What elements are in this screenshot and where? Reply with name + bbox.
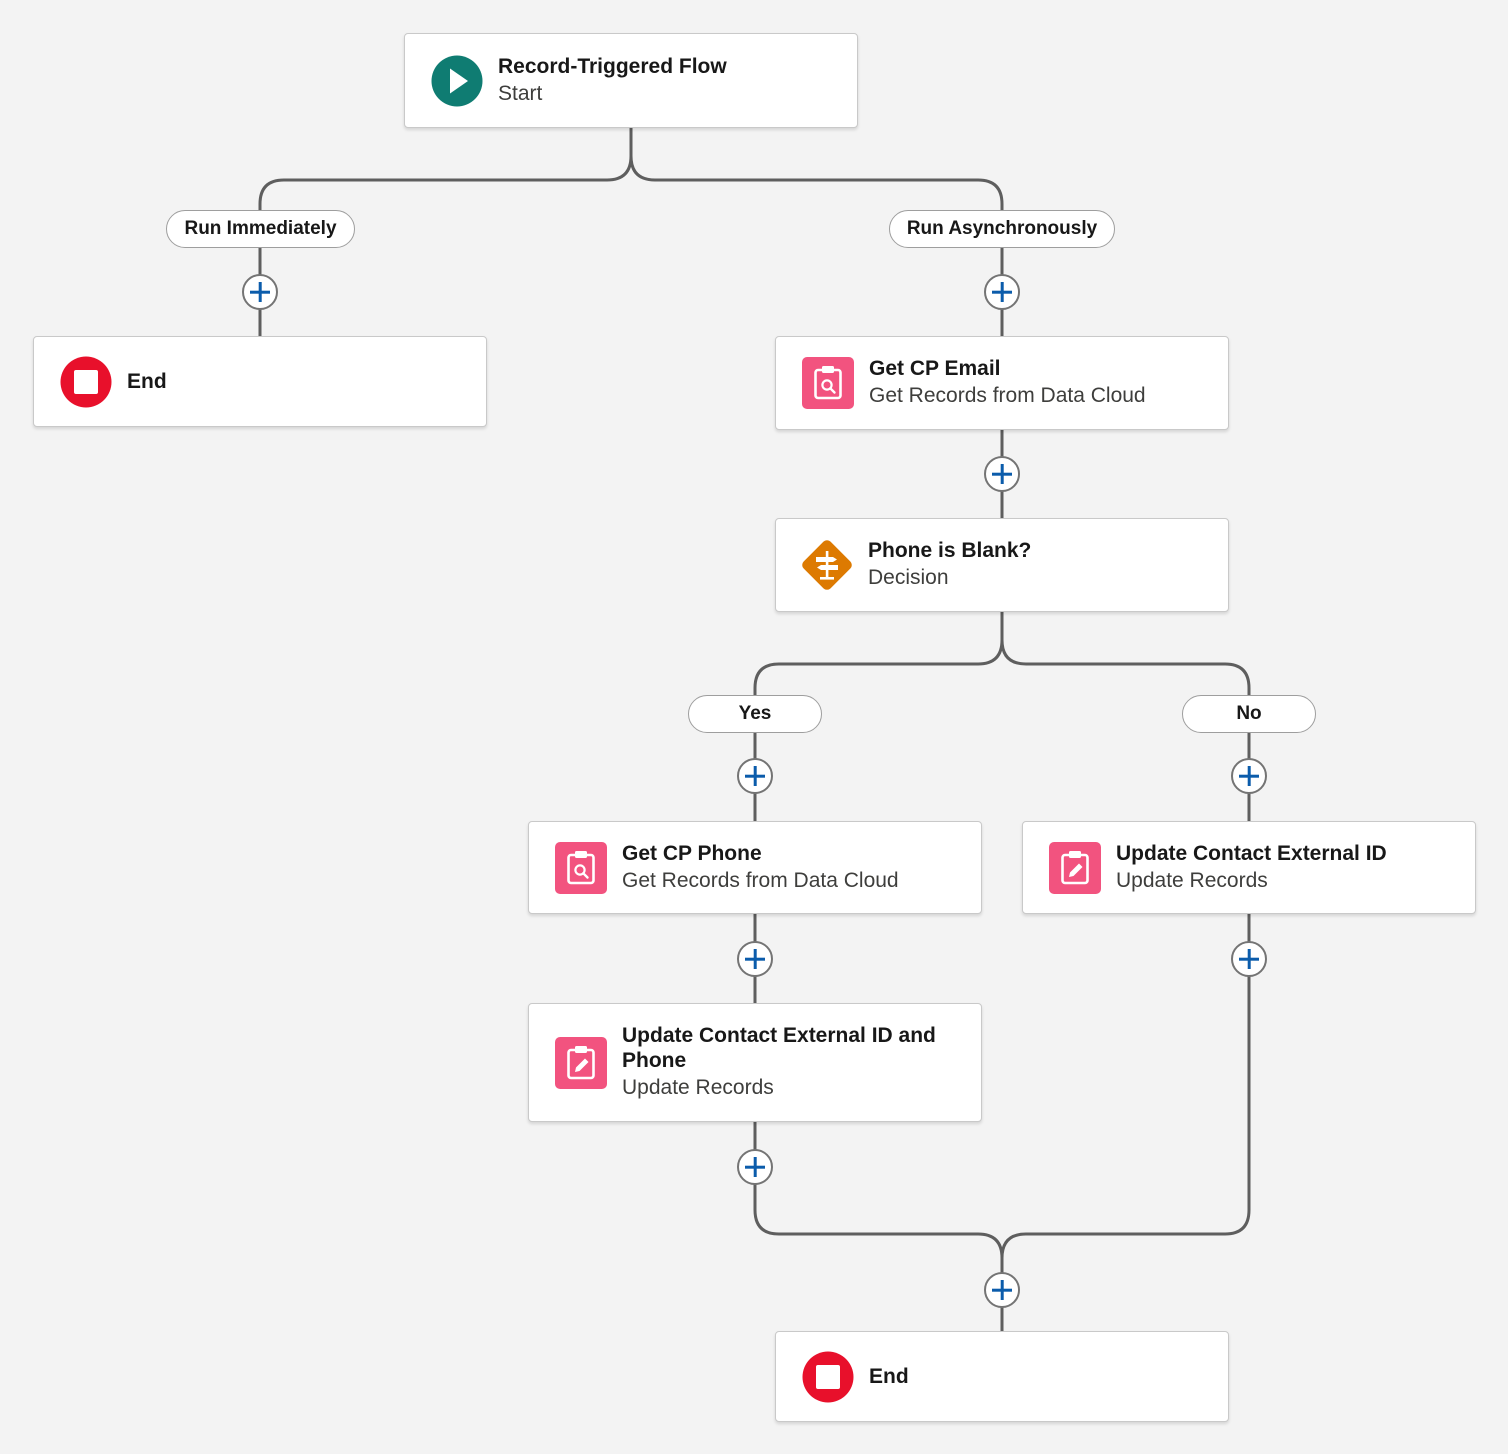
stop-icon [801, 1350, 855, 1404]
branch-run-immediately[interactable]: Run Immediately [166, 210, 355, 248]
get-cp-phone-title: Get CP Phone [622, 841, 762, 865]
start-node-title: Record-Triggered Flow [498, 54, 727, 78]
branch-run-asynchronously[interactable]: Run Asynchronously [889, 210, 1115, 248]
connector-decision-yes [753, 639, 1004, 821]
start-node[interactable]: Record-Triggered Flow Start [404, 33, 858, 128]
add-element-button[interactable] [242, 274, 278, 310]
add-element-button[interactable] [984, 274, 1020, 310]
outcome-yes[interactable]: Yes [688, 695, 822, 733]
add-element-button[interactable] [1231, 758, 1267, 794]
get-cp-email-title: Get CP Email [869, 357, 1001, 380]
get-cp-email-node[interactable]: Get CP Email Get Records from Data Cloud [775, 336, 1229, 430]
connector-start-left [258, 155, 633, 336]
end-node-async[interactable]: End [775, 1331, 1229, 1422]
get-cp-email-subtitle: Get Records from Data Cloud [869, 384, 1146, 407]
end-node-title: End [127, 370, 167, 393]
get-records-icon [801, 356, 855, 410]
play-icon [430, 54, 484, 108]
get-cp-phone-subtitle: Get Records from Data Cloud [622, 868, 899, 892]
end-node-title: End [869, 1365, 909, 1388]
outcome-no[interactable]: No [1182, 695, 1316, 733]
update-contact-external-id-and-phone-node[interactable]: Update Contact External ID and Phone Upd… [528, 1003, 982, 1122]
connector-no-merge [1000, 914, 1251, 1259]
update-records-icon [554, 1036, 608, 1090]
add-element-button[interactable] [737, 758, 773, 794]
update-contact-external-id-and-phone-title: Update Contact External ID and Phone [622, 1024, 936, 1072]
stop-icon [59, 355, 113, 409]
update-contact-external-id-title: Update Contact External ID [1116, 841, 1387, 865]
decision-node[interactable]: Phone is Blank? Decision [775, 518, 1229, 612]
get-cp-phone-node[interactable]: Get CP Phone Get Records from Data Cloud [528, 821, 982, 914]
connector-decision-no [1000, 639, 1251, 821]
connector-start-right [629, 155, 1004, 336]
connector-yes-merge [753, 1122, 1004, 1259]
add-element-button[interactable] [737, 941, 773, 977]
add-element-button[interactable] [737, 1149, 773, 1185]
update-contact-external-id-subtitle: Update Records [1116, 868, 1268, 892]
end-node-immediate[interactable]: End [33, 336, 487, 427]
decision-subtitle: Decision [868, 566, 949, 589]
get-records-icon [554, 841, 608, 895]
decision-icon [796, 534, 858, 596]
update-contact-external-id-node[interactable]: Update Contact External ID Update Record… [1022, 821, 1476, 914]
start-node-subtitle: Start [498, 81, 543, 105]
add-element-button[interactable] [1231, 941, 1267, 977]
add-element-button[interactable] [984, 456, 1020, 492]
update-contact-external-id-and-phone-subtitle: Update Records [622, 1076, 774, 1099]
add-element-button[interactable] [984, 1272, 1020, 1308]
decision-title: Phone is Blank? [868, 539, 1032, 562]
update-records-icon [1048, 841, 1102, 895]
